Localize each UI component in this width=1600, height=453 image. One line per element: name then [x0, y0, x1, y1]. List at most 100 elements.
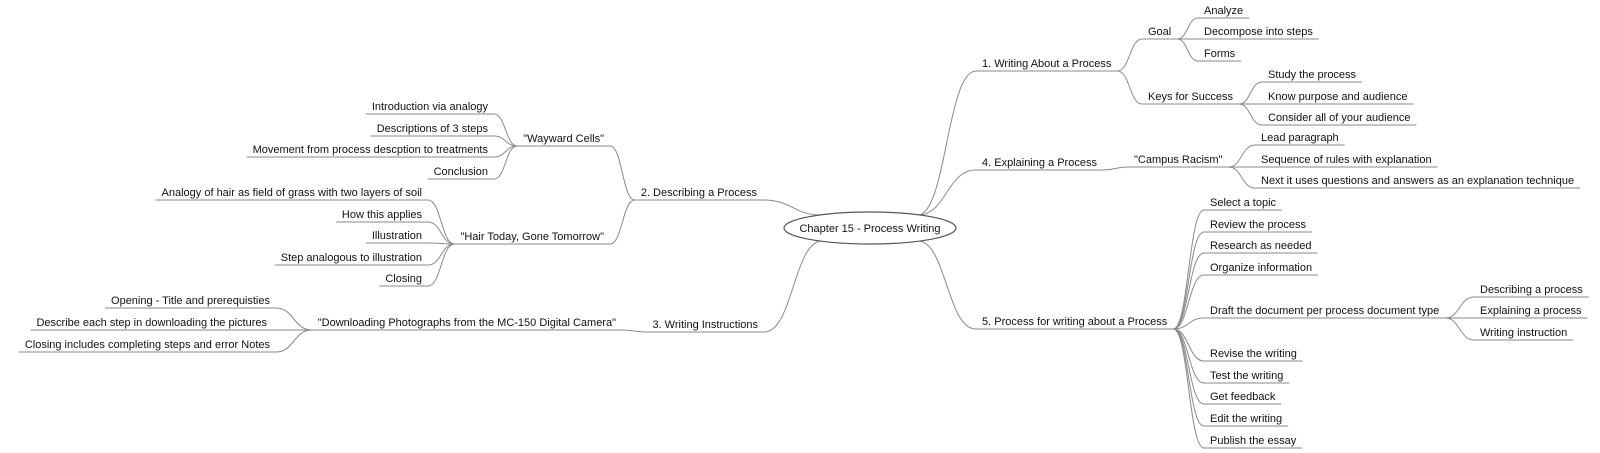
connector-b2-ht-1 [427, 199, 455, 245]
connector-b4-cr-3 [1228, 166, 1256, 189]
topic-node-b1-keys-1[interactable]: Study the process [1262, 69, 1363, 83]
topic-label: Describing a process [1480, 284, 1583, 296]
topic-label: Next it uses questions and answers as an… [1261, 175, 1574, 187]
topic-node-b1-goal-1[interactable]: Analyze [1198, 5, 1250, 19]
connector-b2-wc-2 [493, 135, 518, 147]
topic-label: Step analogous to illustration [281, 252, 422, 264]
topic-node-b4[interactable]: 4. Explaining a Process [976, 157, 1103, 171]
topic-node-b5-5[interactable]: Draft the document per process document … [1204, 305, 1446, 319]
connector-b1-goal [1117, 38, 1143, 72]
connector-b5-2 [1173, 231, 1205, 330]
connector-b4 [917, 169, 977, 216]
connector-b1-goal-1 [1177, 17, 1199, 40]
connector-b1-keys-1 [1238, 81, 1263, 105]
topic-node-b5-5-3[interactable]: Writing instruction [1474, 327, 1574, 341]
topic-label: "Campus Racism" [1134, 154, 1223, 166]
topic-label: Review the process [1210, 219, 1306, 231]
topic-nodes: 1. Writing About a Process Goal AnalyzeDec… [18, 5, 1589, 449]
connector-b5-3 [1173, 252, 1205, 330]
topic-label: Consider all of your audience [1268, 112, 1410, 124]
topic-label: Test the writing [1210, 370, 1283, 382]
topic-node-b2-ht-4[interactable]: Step analogous to illustration [274, 252, 428, 266]
topic-label: Goal [1148, 26, 1171, 38]
topic-node-b2-ht-3[interactable]: Illustration [365, 230, 428, 244]
topic-node-b2-wc-2[interactable]: Descriptions of 3 steps [370, 123, 494, 137]
topic-node-b5-8[interactable]: Get feedback [1204, 391, 1282, 405]
topic-node-b1-goal-3[interactable]: Forms [1198, 48, 1242, 62]
topic-label: How this applies [342, 209, 423, 221]
connector-b2 [762, 199, 823, 216]
topic-node-b2-ht-1[interactable]: Analogy of hair as field of grass with t… [155, 187, 428, 201]
topic-node-b3[interactable]: 3. Writing Instructions [646, 319, 764, 333]
topic-node-b4-cr[interactable]: "Campus Racism" [1128, 154, 1229, 168]
topic-node-b2-wc[interactable]: "Wayward Cells" [517, 133, 610, 147]
topic-node-b5-5-2[interactable]: Explaining a process [1474, 305, 1588, 319]
topic-node-b2-ht[interactable]: "Hair Today, Gone Tomorrow" [454, 231, 610, 245]
topic-node-b1-goal[interactable]: Goal [1142, 26, 1178, 40]
topic-node-b2-wc-1[interactable]: Introduction via analogy [365, 101, 494, 115]
topic-label: 3. Writing Instructions [652, 319, 758, 331]
topic-node-b1-keys-2[interactable]: Know purpose and audience [1262, 91, 1414, 105]
topic-node-b1-keys-3[interactable]: Consider all of your audience [1262, 112, 1417, 126]
topic-label: 4. Explaining a Process [982, 157, 1097, 169]
connector-b2-ht [609, 199, 635, 245]
topic-node-b5-7[interactable]: Test the writing [1204, 370, 1290, 384]
topic-node-b4-cr-2[interactable]: Sequence of rules with explanation [1255, 154, 1438, 168]
topic-label: Research as needed [1210, 240, 1312, 252]
connector-b3-dl-3 [275, 329, 312, 353]
connector-lines [273, 17, 1475, 449]
connector-b2-ht-5 [427, 243, 455, 287]
topic-node-b5-2[interactable]: Review the process [1204, 219, 1312, 233]
topic-node-b3-dl-2[interactable]: Describe each step in downloading the pi… [30, 317, 273, 331]
topic-node-b5-9[interactable]: Edit the writing [1204, 413, 1289, 427]
topic-label: Lead paragraph [1261, 132, 1339, 144]
topic-label: Illustration [372, 230, 422, 242]
topic-node-b3-dl-1[interactable]: Opening - Title and prerequisties [105, 295, 276, 309]
topic-label: Publish the essay [1210, 435, 1297, 447]
topic-label: Keys for Success [1148, 91, 1233, 103]
topic-label: "Wayward Cells" [523, 133, 604, 145]
topic-node-b4-cr-1[interactable]: Lead paragraph [1255, 132, 1345, 146]
connector-b2-wc-1 [493, 113, 518, 147]
topic-node-b5-1[interactable]: Select a topic [1204, 197, 1283, 211]
connector-b5-8 [1173, 328, 1205, 405]
connector-b3 [763, 240, 823, 333]
topic-node-b2-wc-4[interactable]: Conclusion [427, 166, 494, 180]
topic-node-b5-3[interactable]: Research as needed [1204, 240, 1318, 254]
topic-label: Introduction via analogy [372, 101, 489, 113]
topic-label: Study the process [1268, 69, 1357, 81]
topic-label: Explaining a process [1480, 305, 1582, 317]
topic-label: "Hair Today, Gone Tomorrow" [460, 231, 604, 243]
topic-node-b2[interactable]: 2. Describing a Process [634, 187, 763, 201]
topic-node-b4-cr-3[interactable]: Next it uses questions and answers as an… [1255, 175, 1581, 189]
topic-node-b5-5-1[interactable]: Describing a process [1474, 284, 1589, 298]
topic-node-b3-dl[interactable]: "Downloading Photographs from the MC-150… [311, 317, 622, 331]
topic-label: Select a topic [1210, 197, 1277, 209]
topic-node-b2-wc-3[interactable]: Movement from process descption to treat… [246, 144, 494, 158]
connector-b2-wc [609, 145, 636, 201]
topic-label: Closing includes completing steps and er… [25, 339, 271, 351]
connector-b5-4 [1173, 274, 1205, 330]
topic-label: Analogy of hair as field of grass with t… [162, 187, 422, 199]
topic-label: Descriptions of 3 steps [377, 123, 489, 135]
topic-node-b5-10[interactable]: Publish the essay [1204, 435, 1303, 449]
topic-node-b5[interactable]: 5. Process for writing about a Process [976, 316, 1174, 330]
topic-node-b3-dl-3[interactable]: Closing includes completing steps and er… [18, 339, 276, 353]
connector-b5-9 [1173, 328, 1205, 427]
connector-b1 [917, 70, 977, 216]
topic-label: Revise the writing [1210, 348, 1297, 360]
topic-label: Movement from process descption to treat… [253, 144, 489, 156]
topic-label: 5. Process for writing about a Process [982, 316, 1168, 328]
topic-node-b1-goal-2[interactable]: Decompose into steps [1198, 26, 1319, 40]
topic-node-b1[interactable]: 1. Writing About a Process [976, 58, 1118, 72]
topic-node-b2-ht-2[interactable]: How this applies [335, 209, 428, 223]
topic-label: Organize information [1210, 262, 1312, 274]
topic-node-b5-4[interactable]: Organize information [1204, 262, 1319, 276]
connector-b5-10 [1173, 328, 1205, 449]
topic-node-b2-ht-5[interactable]: Closing [379, 273, 428, 287]
topic-node-b5-6[interactable]: Revise the writing [1204, 348, 1303, 362]
topic-node-b1-keys[interactable]: Keys for Success [1142, 91, 1239, 105]
central-topic[interactable]: Chapter 15 - Process Writing [783, 211, 957, 245]
connector-b3-dl [621, 329, 647, 333]
